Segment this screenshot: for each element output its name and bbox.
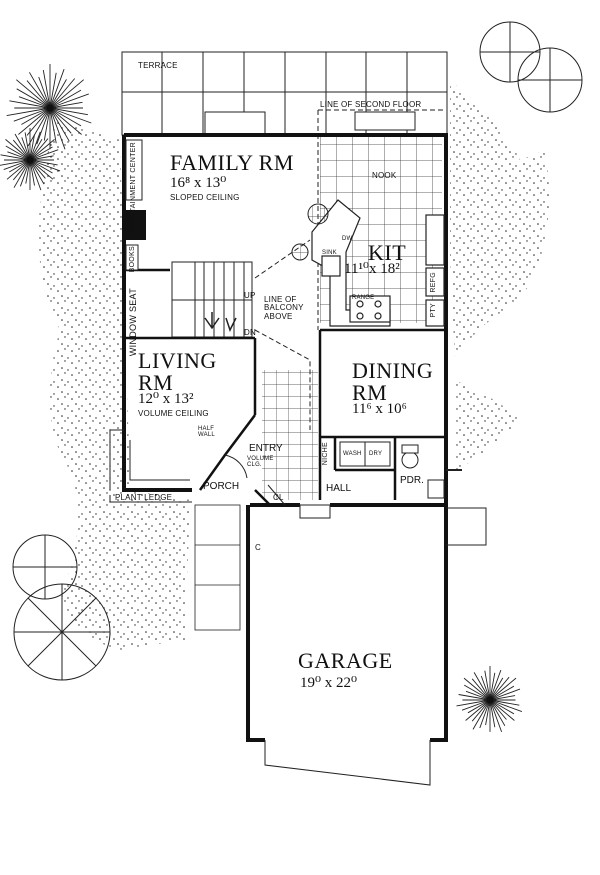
exterior-walls (122, 133, 448, 742)
label-sink: SINK (322, 250, 337, 256)
label-kit-dim: 11¹⁰x 18² (344, 261, 400, 277)
shrub-bursts (0, 64, 523, 733)
label-family-note: SLOPED CEILING (170, 193, 240, 202)
label-plant-ledge: PLANT LEDGE (115, 493, 173, 502)
label-garage: GARAGE (298, 648, 393, 673)
label-niche: NICHE (322, 442, 329, 466)
label-entertainment: ENTERTAINMENT CENTER (130, 142, 137, 238)
label-porch: PORCH (203, 481, 240, 492)
label-refg: REFG (430, 272, 437, 293)
label-living-dim: 12⁰ x 13² (138, 391, 194, 407)
label-range: RANGE (352, 295, 375, 301)
label-books: BOOKS (129, 246, 136, 273)
label-living-note: VOLUME CEILING (138, 409, 209, 418)
label-dw: DW (342, 236, 353, 242)
label-c: C (255, 543, 261, 552)
label-half-wall: HALF WALL (198, 426, 215, 438)
label-dining-2: RM (352, 380, 388, 405)
label-balcony: LINE OF BALCONY ABOVE (264, 295, 304, 321)
label-entry: ENTRY (249, 443, 283, 454)
label-dining-1: DINING (352, 358, 434, 383)
label-living-1: LIVING (138, 348, 217, 373)
label-hall: HALL (326, 483, 352, 494)
label-dining-dim: 11⁶ x 10⁶ (352, 401, 407, 417)
label-kit: KIT (368, 240, 407, 265)
label-window-seat: WINDOW SEAT (128, 288, 138, 357)
label-pty: PTY (430, 303, 437, 318)
label-garage-dim: 19⁰ x 22⁰ (300, 675, 358, 691)
label-dn: DN (244, 328, 256, 337)
label-family-dim: 16⁸ x 13⁰ (170, 175, 227, 191)
staircase (171, 261, 253, 338)
label-pdr: PDR. (400, 475, 424, 486)
label-dry: DRY (369, 451, 383, 457)
label-cl: CL (273, 493, 284, 502)
label-volume-clg: VOLUME CLG. (247, 456, 274, 468)
landscape-stipple (38, 80, 550, 650)
label-living-2: RM (138, 370, 174, 395)
label-family-rm: FAMILY RM (170, 150, 294, 175)
trees (12, 21, 583, 681)
label-second-floor: LINE OF SECOND FLOOR (320, 100, 422, 109)
label-up: UP (244, 291, 256, 300)
label-terrace: TERRACE (138, 61, 178, 70)
kitchen-counters (311, 199, 445, 327)
label-nook: NOOK (372, 171, 397, 180)
label-wash: WASH (343, 451, 362, 457)
